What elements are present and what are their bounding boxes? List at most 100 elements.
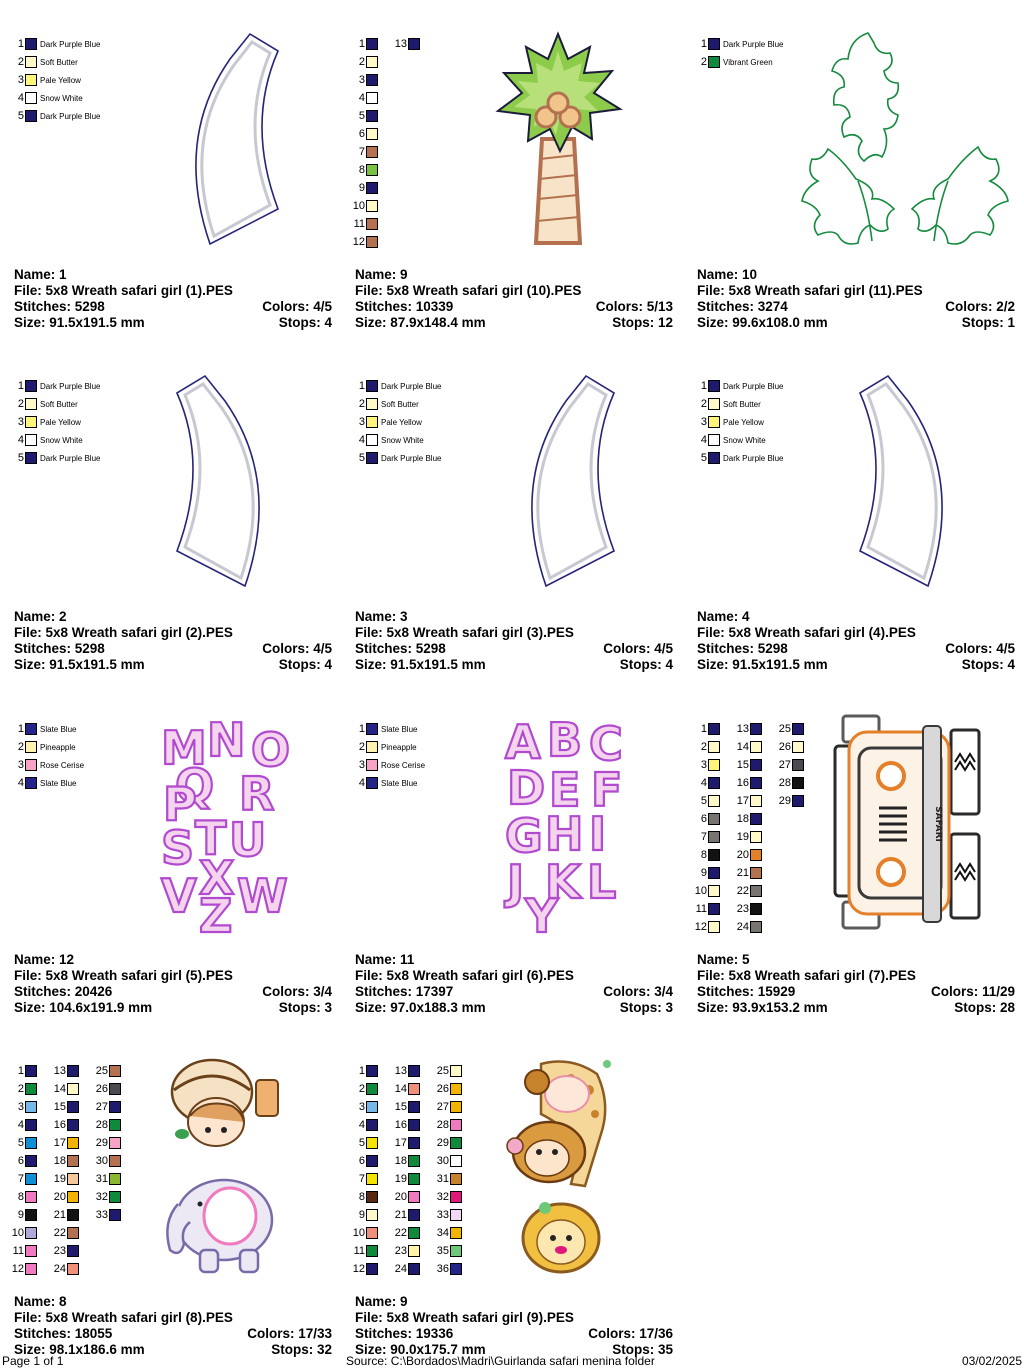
legend-number: 2	[358, 1083, 365, 1095]
legend-number: 30	[436, 1155, 449, 1167]
color-swatch	[25, 1155, 37, 1167]
legend-entry: 22	[393, 1224, 423, 1242]
legend-entry: 25	[777, 720, 807, 738]
legend-color-name: Pale Yellow	[723, 417, 764, 427]
design-size: Size: 91.5x191.5 mm	[355, 657, 486, 672]
color-swatch	[109, 1209, 121, 1221]
legend-number: 2	[700, 398, 707, 410]
color-swatch	[408, 1083, 420, 1095]
design-stops: Stops: 3	[278, 1000, 332, 1015]
legend-entry: 13	[52, 1062, 82, 1080]
design-info: Name: 1 File: 5x8 Wreath safari girl (1)…	[14, 267, 332, 331]
legend-number: 21	[394, 1209, 407, 1221]
color-swatch	[366, 1119, 378, 1131]
svg-text:N: N	[207, 716, 246, 767]
color-swatch	[366, 56, 378, 68]
legend-color-name: Soft Butter	[40, 399, 78, 409]
color-swatch	[25, 38, 37, 50]
design-colors: Colors: 4/5	[603, 641, 673, 656]
legend-number: 6	[17, 1155, 24, 1167]
svg-text:Z: Z	[199, 889, 232, 938]
legend-entry: 31	[435, 1170, 465, 1188]
legend-entry: 4	[351, 1116, 381, 1134]
svg-text:R: R	[239, 767, 274, 821]
color-swatch	[792, 741, 804, 753]
legend-number: 5	[17, 110, 24, 122]
design-stitches: Stitches: 19336	[355, 1326, 454, 1341]
legend-number: 13	[394, 38, 407, 50]
legend-color-name: Snow White	[723, 435, 766, 445]
legend-number: 31	[436, 1173, 449, 1185]
legend-entry: 24	[735, 918, 765, 936]
legend-entry: 6	[693, 810, 723, 828]
legend-entry: 25	[435, 1062, 465, 1080]
design-size: Size: 93.9x153.2 mm	[697, 1000, 828, 1015]
design-stops: Stops: 4	[619, 657, 673, 672]
legend-entry: 20	[52, 1188, 82, 1206]
legend-number: 6	[358, 128, 365, 140]
legend-number: 1	[700, 380, 707, 392]
legend-number: 25	[778, 723, 791, 735]
legend-entry: 21	[52, 1206, 82, 1224]
color-swatch	[408, 38, 420, 50]
legend-number: 8	[358, 1191, 365, 1203]
legend-number: 12	[352, 1263, 365, 1275]
legend-entry: 10	[693, 882, 723, 900]
color-swatch	[408, 1119, 420, 1131]
design-stitches: Stitches: 3274	[697, 299, 788, 314]
legend-entry: 17	[52, 1134, 82, 1152]
design-size: Size: 97.0x188.3 mm	[355, 1000, 486, 1015]
legend-number: 17	[394, 1137, 407, 1149]
legend-color-name: Pale Yellow	[40, 75, 81, 85]
legend-number: 1	[17, 38, 24, 50]
legend-number: 22	[394, 1227, 407, 1239]
color-swatch	[708, 56, 720, 68]
legend-color-name: Slate Blue	[40, 778, 77, 788]
legend-number: 15	[394, 1101, 407, 1113]
color-swatch	[25, 398, 37, 410]
color-swatch	[366, 1209, 378, 1221]
legend-entry: 15	[735, 756, 765, 774]
legend-number: 5	[700, 795, 707, 807]
color-swatch	[366, 380, 378, 392]
legend-entry: 32	[94, 1188, 124, 1206]
legend-number: 24	[394, 1263, 407, 1275]
legend-entry: 20	[735, 846, 765, 864]
design-size: Size: 99.6x108.0 mm	[697, 315, 828, 330]
svg-text:Y: Y	[524, 889, 559, 936]
legend-number: 5	[17, 452, 24, 464]
design-name: Name: 12	[14, 952, 75, 967]
color-swatch	[25, 1137, 37, 1149]
color-swatch	[25, 723, 37, 735]
color-swatch	[366, 1083, 378, 1095]
legend-entry: 8	[351, 1188, 381, 1206]
color-swatch	[708, 867, 720, 879]
legend-entry: 5	[351, 107, 381, 125]
color-swatch	[750, 867, 762, 879]
legend-number: 2	[700, 56, 707, 68]
design-size: Size: 87.9x148.4 mm	[355, 315, 486, 330]
color-swatch	[408, 1101, 420, 1113]
safari-girl-and-elephant-image	[166, 1058, 279, 1274]
svg-text:M: M	[161, 721, 207, 775]
design-stitches: Stitches: 17397	[355, 984, 454, 999]
color-swatch	[708, 831, 720, 843]
color-swatch	[708, 452, 720, 464]
legend-number: 1	[17, 723, 24, 735]
legend-number: 3	[17, 1101, 24, 1113]
legend-entry: 11	[351, 1242, 381, 1260]
design-name: Name: 4	[697, 609, 750, 624]
design-info: Name: 10 File: 5x8 Wreath safari girl (1…	[697, 267, 1015, 331]
color-swatch	[708, 849, 720, 861]
legend-entry: 26	[777, 738, 807, 756]
svg-text:P: P	[163, 777, 197, 831]
legend-color-name: Soft Butter	[381, 399, 419, 409]
legend-number: 20	[394, 1191, 407, 1203]
legend-color-name: Soft Butter	[723, 399, 761, 409]
design-info: Name: 3 File: 5x8 Wreath safari girl (3)…	[355, 609, 673, 673]
